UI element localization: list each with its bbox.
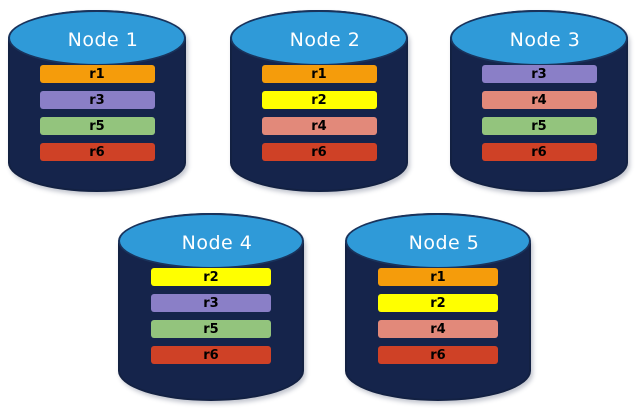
- shard-bar[interactable]: r4: [481, 91, 597, 109]
- shard-label: r3: [531, 66, 547, 82]
- cylinder-top-disc: Node 4: [118, 213, 304, 269]
- shard-bar[interactable]: r1: [378, 268, 498, 286]
- shard-bar[interactable]: r3: [39, 91, 155, 109]
- shard-bar[interactable]: r6: [481, 143, 597, 161]
- shard-label: r6: [89, 144, 105, 160]
- shard-label: r1: [430, 269, 446, 285]
- shard-bar[interactable]: r4: [261, 117, 377, 135]
- cylinder-top-disc: Node 3: [450, 10, 628, 66]
- node-title: Node 4: [181, 232, 253, 254]
- shard-list: r1 r2 r4 r6: [345, 268, 531, 364]
- shard-bar[interactable]: r6: [261, 143, 377, 161]
- shard-label: r3: [203, 295, 219, 311]
- shard-bar[interactable]: r6: [378, 346, 498, 364]
- database-node-4[interactable]: Node 4 r2 r3 r5 r6: [118, 213, 304, 401]
- shard-label: r5: [203, 321, 219, 337]
- shard-label: r3: [89, 92, 105, 108]
- shard-label: r1: [311, 66, 327, 82]
- shard-bar[interactable]: r2: [378, 294, 498, 312]
- shard-bar[interactable]: r5: [151, 320, 271, 338]
- shard-bar[interactable]: r2: [151, 268, 271, 286]
- shard-label: r6: [430, 347, 446, 363]
- shard-label: r6: [203, 347, 219, 363]
- shard-bar[interactable]: r3: [151, 294, 271, 312]
- shard-label: r5: [531, 118, 547, 134]
- shard-list: r2 r3 r5 r6: [118, 268, 304, 364]
- shard-label: r2: [311, 92, 327, 108]
- shard-bar[interactable]: r5: [39, 117, 155, 135]
- node-title: Node 3: [509, 29, 581, 51]
- cylinder-top-disc: Node 2: [230, 10, 408, 66]
- shard-bar[interactable]: r4: [378, 320, 498, 338]
- shard-label: r6: [531, 144, 547, 160]
- node-title: Node 2: [289, 29, 361, 51]
- shard-label: r6: [311, 144, 327, 160]
- shard-bar[interactable]: r2: [261, 91, 377, 109]
- node-title: Node 1: [67, 29, 139, 51]
- shard-bar[interactable]: r6: [151, 346, 271, 364]
- shard-list: r1 r2 r4 r6: [230, 65, 408, 161]
- shard-label: r1: [89, 66, 105, 82]
- shard-label: r4: [430, 321, 446, 337]
- cylinder-top-disc: Node 1: [8, 10, 186, 66]
- shard-label: r4: [311, 118, 327, 134]
- shard-bar[interactable]: r3: [481, 65, 597, 83]
- shard-label: r2: [430, 295, 446, 311]
- shard-bar[interactable]: r5: [481, 117, 597, 135]
- shard-label: r4: [531, 92, 547, 108]
- shard-bar[interactable]: r1: [39, 65, 155, 83]
- shard-label: r5: [89, 118, 105, 134]
- shard-label: r2: [203, 269, 219, 285]
- shard-bar[interactable]: r1: [261, 65, 377, 83]
- database-node-1[interactable]: Node 1 r1 r3 r5 r6: [8, 10, 186, 192]
- shard-list: r1 r3 r5 r6: [8, 65, 186, 161]
- database-node-3[interactable]: Node 3 r3 r4 r5 r6: [450, 10, 628, 192]
- node-title: Node 5: [408, 232, 480, 254]
- cylinder-top-disc: Node 5: [345, 213, 531, 269]
- database-node-5[interactable]: Node 5 r1 r2 r4 r6: [345, 213, 531, 401]
- shard-bar[interactable]: r6: [39, 143, 155, 161]
- shard-list: r3 r4 r5 r6: [450, 65, 628, 161]
- database-node-2[interactable]: Node 2 r1 r2 r4 r6: [230, 10, 408, 192]
